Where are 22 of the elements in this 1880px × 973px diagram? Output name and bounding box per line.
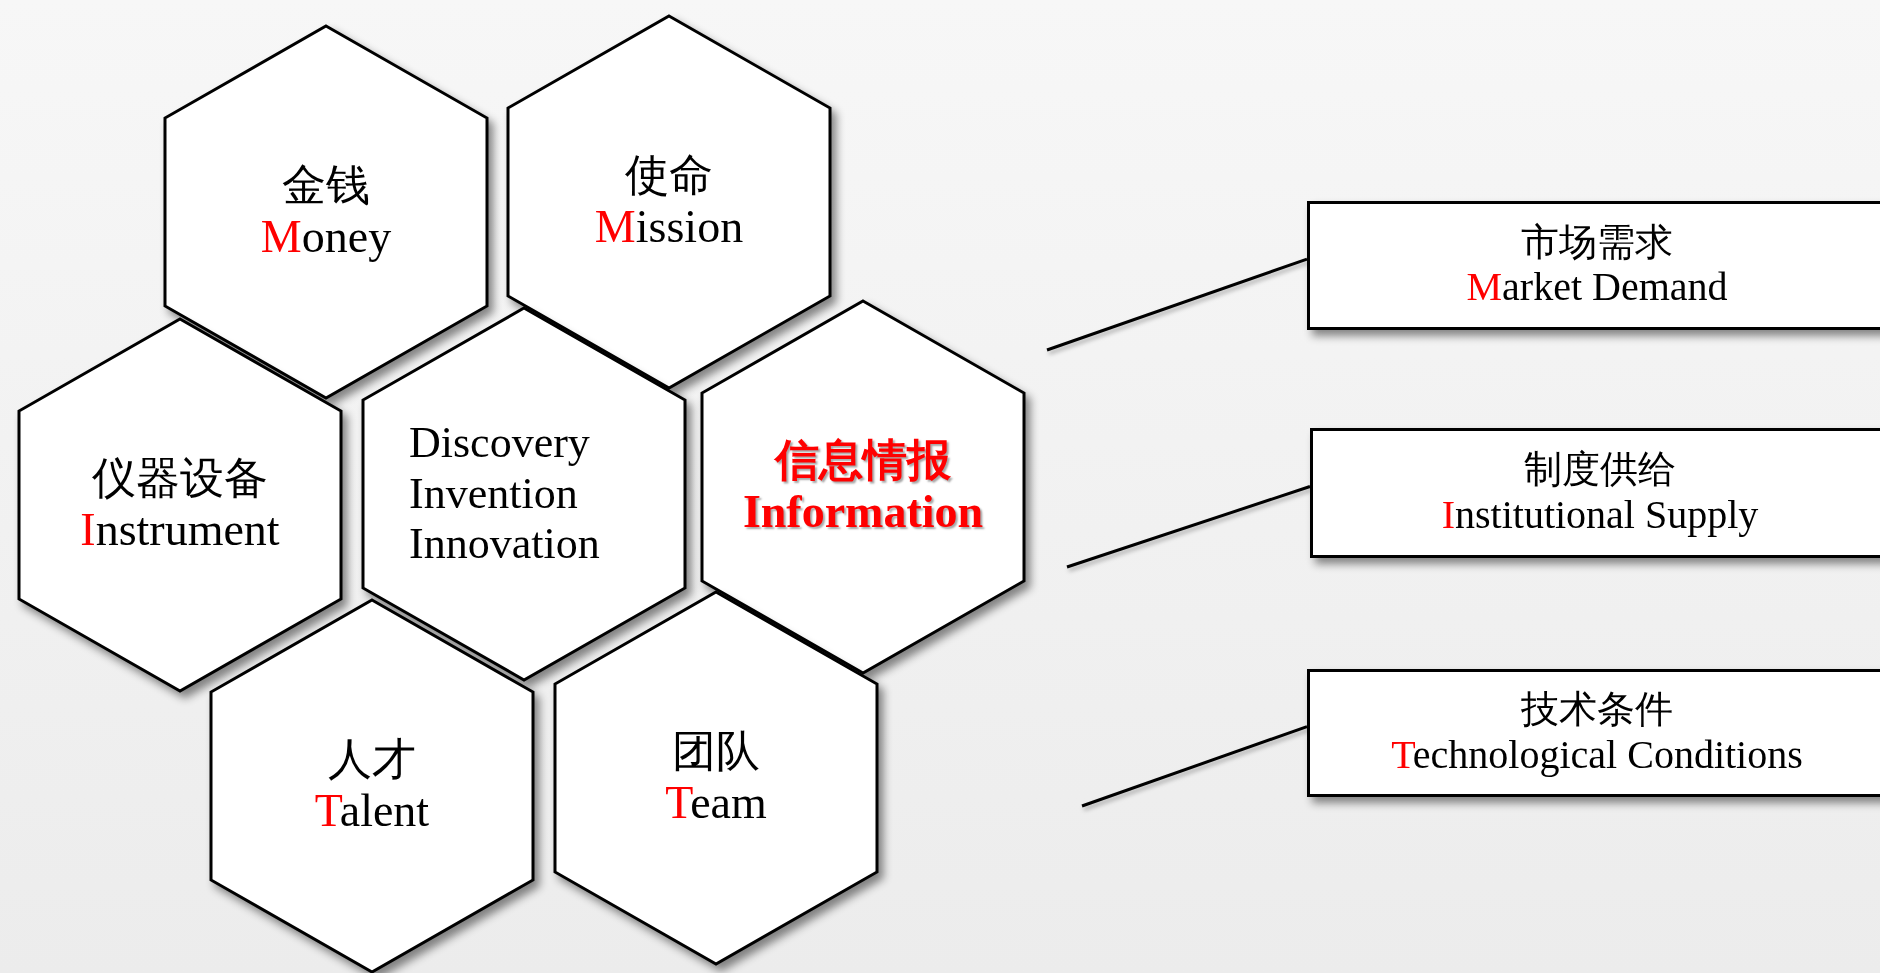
english-label: Market Demand — [1466, 264, 1728, 311]
english-label: Information — [742, 485, 984, 539]
english-label: Instrument — [80, 503, 280, 557]
chinese-label: 技术条件 — [1521, 688, 1673, 732]
chinese-label: 仪器设备 — [92, 453, 268, 504]
english-label: Technological Conditions — [1391, 731, 1803, 778]
english-label: Team — [665, 776, 767, 830]
chinese-label: 使命 — [625, 150, 713, 201]
connector-line — [1081, 725, 1308, 808]
connector-line — [1046, 257, 1308, 352]
center-label: Discovery Invention Innovation — [409, 418, 601, 570]
chinese-label: 市场需求 — [1521, 220, 1673, 265]
english-label: Mission — [594, 200, 744, 254]
connector-line — [1066, 485, 1311, 569]
chinese-label: 人才 — [328, 734, 416, 785]
chinese-label: 制度供给 — [1524, 448, 1676, 492]
english-label: Institutional Supply — [1441, 491, 1759, 538]
chinese-label: 信息情报 — [775, 435, 951, 486]
english-label: Money — [260, 210, 392, 264]
chinese-label: 金钱 — [282, 160, 370, 211]
english-label: Talent — [314, 784, 430, 838]
chinese-label: 团队 — [672, 726, 760, 777]
